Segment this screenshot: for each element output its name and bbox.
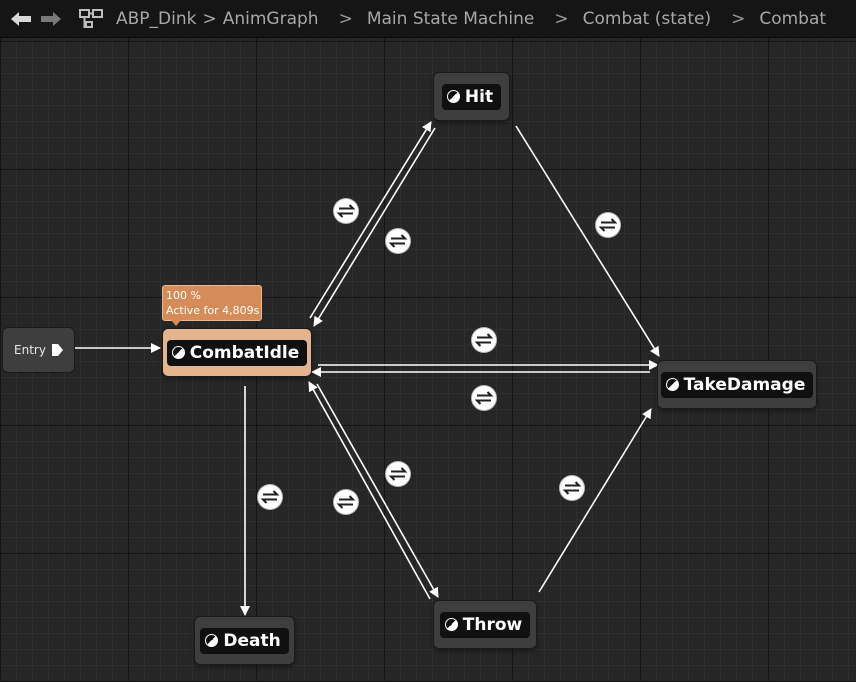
graph-hierarchy-button[interactable] (76, 4, 106, 34)
breadcrumb-bar: ABP_Dink > AnimGraph > Main State Machin… (0, 0, 856, 38)
breadcrumb: ABP_Dink > AnimGraph > Main State Machin… (112, 9, 830, 29)
transition-rule-icon[interactable] (334, 199, 358, 223)
back-button[interactable] (6, 4, 36, 34)
breadcrumb-item-animgraph[interactable]: AnimGraph (222, 8, 319, 29)
state-label: Throw (462, 614, 523, 635)
breadcrumb-item-abp-dink[interactable]: ABP_Dink (116, 8, 197, 29)
breadcrumb-separator: > (731, 8, 746, 29)
exec-pin-icon[interactable] (51, 344, 63, 356)
forward-button[interactable] (36, 4, 66, 34)
state-node-death[interactable]: Death (195, 617, 294, 664)
hierarchy-icon (79, 8, 103, 28)
transition-rule-icon[interactable] (560, 476, 584, 500)
wire-combatidle-to-throw[interactable] (316, 383, 439, 598)
state-icon (665, 378, 679, 391)
arrow-left-icon (11, 11, 31, 26)
breadcrumb-item-combat[interactable]: Combat (759, 8, 827, 29)
state-node-takedamage[interactable]: TakeDamage (658, 361, 816, 408)
transition-rule-icon[interactable] (386, 229, 410, 253)
state-label: CombatIdle (189, 342, 300, 363)
wire-combatidle-to-hit[interactable] (309, 121, 432, 319)
debug-info-bubble: 100 % Active for 4,809s (162, 285, 262, 326)
active-time: Active for 4,809s (166, 304, 260, 317)
wire-hit-to-combatidle[interactable] (313, 127, 436, 327)
transition-rule-icon[interactable] (258, 485, 282, 509)
state-label: Hit (464, 86, 494, 107)
state-icon (444, 618, 458, 631)
transition-rule-icon[interactable] (596, 213, 620, 237)
transition-rule-icon[interactable] (472, 328, 496, 352)
state-label: Death (223, 630, 281, 651)
entry-label: Entry (14, 343, 46, 357)
wire-throw-to-combatidle[interactable] (308, 381, 431, 600)
breadcrumb-separator: > (338, 8, 353, 29)
arrow-right-icon (41, 11, 61, 26)
transition-rule-icon[interactable] (334, 490, 358, 514)
breadcrumb-separator: > (202, 8, 217, 29)
active-weight: 100 % (166, 289, 201, 302)
transition-rule-icon[interactable] (472, 386, 496, 410)
breadcrumb-separator: > (554, 8, 569, 29)
transition-rule-icon[interactable] (386, 462, 410, 486)
state-node-throw[interactable]: Throw (434, 601, 536, 648)
state-icon (171, 346, 185, 359)
breadcrumb-item-combat-state[interactable]: Combat (state) (582, 8, 712, 29)
state-icon (205, 634, 219, 647)
wire-throw-to-takedamage[interactable] (538, 408, 652, 593)
entry-node[interactable]: Entry (3, 328, 74, 372)
state-node-combatidle[interactable]: CombatIdle (163, 329, 311, 376)
state-machine-graph[interactable] (0, 38, 856, 682)
state-label: TakeDamage (683, 374, 806, 395)
state-icon (446, 90, 460, 103)
state-node-hit[interactable]: Hit (434, 73, 509, 120)
breadcrumb-item-main-state-machine[interactable]: Main State Machine (366, 8, 535, 29)
wire-hit-to-takedamage[interactable] (515, 125, 660, 357)
